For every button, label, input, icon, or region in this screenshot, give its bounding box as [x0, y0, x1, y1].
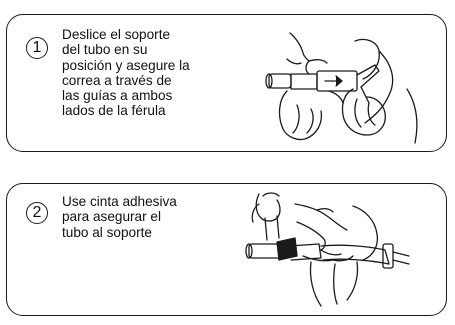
face-profile-line	[294, 203, 348, 231]
tube-holder-placement-illustration	[265, 32, 418, 144]
direction-arrow-head	[335, 75, 343, 87]
step-number-badge: 2	[26, 202, 48, 224]
nose-line	[286, 58, 302, 65]
hand-outline	[255, 193, 281, 222]
step-1-panel: 1 Deslice el soporte del tubo en su posi…	[6, 14, 447, 152]
tube-holder-strap	[320, 244, 390, 265]
step-instruction-text: Use cinta adhesiva para asegurar el tubo…	[62, 194, 177, 240]
step-2-panel: 2 Use cinta adhesiva para asegurar el tu…	[6, 183, 447, 316]
lips-line	[302, 255, 334, 262]
tube-holder-band	[290, 73, 318, 90]
tube-holder-clip	[316, 70, 358, 92]
tube-opening	[265, 73, 273, 89]
strap-clip	[382, 243, 394, 269]
face-profile-line	[289, 32, 310, 75]
eye-line	[316, 208, 334, 213]
adhesive-tape	[276, 237, 298, 261]
nose-line	[296, 221, 326, 251]
hand-right-outline	[341, 88, 386, 136]
strap-line	[356, 64, 380, 88]
hand-left-outline	[278, 90, 323, 141]
step-number-badge: 1	[26, 37, 48, 59]
tube-opening	[245, 243, 253, 259]
step-instruction-text: Deslice el soporte del tubo en su posici…	[62, 27, 190, 119]
tape-securing-illustration	[245, 192, 410, 307]
